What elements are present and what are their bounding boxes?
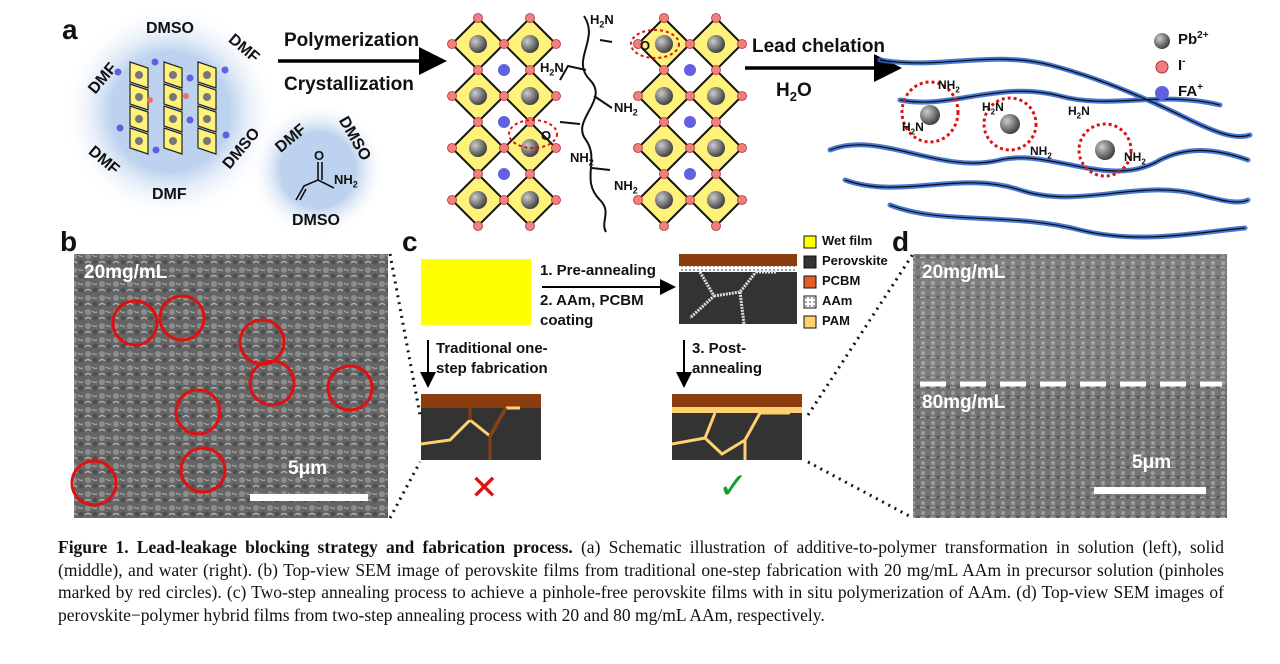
- panel-letter-c: c: [402, 226, 418, 257]
- zoom-connectors: [388, 253, 915, 520]
- chem-nh2: NH2: [614, 178, 638, 196]
- sem-b-concentration: 20mg/mL: [84, 262, 168, 283]
- figure-caption: Figure 1. Lead-leakage blocking strategy…: [58, 536, 1224, 626]
- traditional-film: [420, 394, 541, 460]
- chem-nh2: NH2: [570, 150, 594, 168]
- chem-h2n: H2N: [540, 60, 564, 78]
- perovskite-lattice-right: [633, 13, 747, 231]
- panel-letter-a: a: [62, 14, 78, 45]
- legend-ions: [1154, 33, 1170, 100]
- step-coating-a: 2. AAm, PCBM: [540, 292, 644, 309]
- sem-d-concentration-bottom: 80mg/mL: [922, 392, 1006, 413]
- pinhole-markers: [70, 294, 374, 507]
- chem-nh2: NH2: [1124, 150, 1146, 167]
- scale-bar-d: [1094, 487, 1206, 494]
- acrylamide-o: O: [314, 148, 325, 163]
- chem-h2n: H2N: [590, 12, 614, 30]
- sem-d-concentration-top: 20mg/mL: [922, 262, 1006, 283]
- legend-pb: Pb2+: [1178, 30, 1209, 48]
- legend-pcbm: PCBM: [822, 273, 861, 288]
- traditional-label-b: step fabrication: [436, 360, 548, 377]
- legend-wet-film: Wet film: [822, 233, 873, 248]
- legend-pam: PAM: [822, 313, 850, 328]
- sem-image-d: [913, 254, 1227, 518]
- caption-body: (a) Schematic illustration of additive-t…: [58, 537, 1224, 625]
- solvent-label: DMSO: [146, 20, 194, 37]
- chem-nh2: NH2: [938, 78, 960, 95]
- precursor-ions: [114, 58, 230, 154]
- chem-h2n: H2N: [1068, 104, 1090, 121]
- chem-nh2: NH2: [1030, 144, 1052, 161]
- sem-image-b: [74, 254, 388, 518]
- chem-o: O: [640, 38, 651, 53]
- caption-title: Figure 1. Lead-leakage blocking strategy…: [58, 537, 573, 557]
- acrylamide-nh2: NH2: [334, 172, 358, 190]
- traditional-label-a: Traditional one-: [436, 340, 548, 357]
- legend-fa: FA+: [1178, 82, 1204, 100]
- scale-bar-b: [250, 494, 368, 501]
- post-annealing-label-a: 3. Post-: [692, 340, 747, 357]
- step-coating-b: coating: [540, 312, 594, 329]
- step-pre-annealing: 1. Pre-annealing: [540, 262, 656, 279]
- panel-letter-d: d: [892, 226, 910, 257]
- chem-o: O: [541, 128, 552, 143]
- legend-c-swatches: [803, 235, 817, 329]
- chem-nh2: NH2: [614, 100, 638, 118]
- crystallization-label: Crystallization: [284, 74, 414, 95]
- perovskite-lattice-left: [447, 13, 561, 231]
- sem-b-scale-label: 5μm: [288, 458, 328, 479]
- intermediate-film: [679, 254, 797, 325]
- sem-d-scale-label: 5μm: [1132, 452, 1172, 473]
- two-step-film: [671, 394, 802, 460]
- check-icon: ✓: [718, 466, 749, 507]
- solvent-label: DMSO: [292, 212, 340, 229]
- polymer-backbone-middle: [559, 15, 613, 233]
- lead-chelation-label: Lead chelation: [752, 36, 886, 57]
- panel-letter-b: b: [60, 226, 78, 257]
- wet-film: [421, 259, 531, 325]
- chelation-highlight-right: [900, 80, 1133, 178]
- chem-h2n: H2N: [902, 120, 924, 137]
- legend-i: I-: [1178, 56, 1186, 74]
- water-label: H2O: [776, 80, 812, 104]
- legend-aam: AAm: [822, 293, 853, 308]
- chelated-lead-ions: [920, 105, 1115, 160]
- chelation-highlight-middle: [508, 29, 680, 149]
- chem-h2n: H2N: [982, 100, 1004, 117]
- fail-icon: ✕: [470, 468, 499, 508]
- acrylamide-molecule: [295, 162, 335, 201]
- post-annealing-label-b: annealing: [692, 360, 763, 377]
- solvent-label: DMF: [152, 186, 187, 203]
- legend-perovskite: Perovskite: [822, 253, 888, 268]
- figure-graphic: [62, 4, 1253, 520]
- polymerization-label: Polymerization: [284, 30, 420, 51]
